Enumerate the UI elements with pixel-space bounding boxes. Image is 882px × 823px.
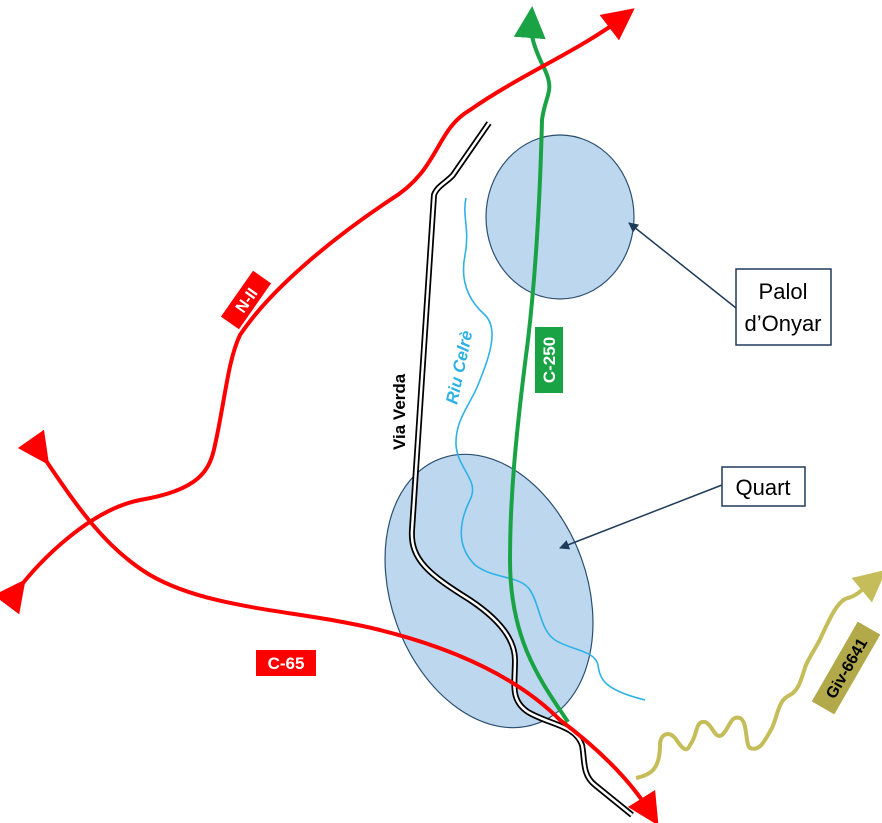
c65-shield: C-65 [256, 650, 316, 676]
via-verda-label: Via Verda [390, 373, 409, 450]
palol-callout-arrow [628, 222, 737, 309]
palol-callout: Palol d’Onyar [735, 268, 832, 346]
quart-callout: Quart [721, 466, 806, 507]
river-label: Riu Celrè [442, 329, 476, 406]
road-giv6641 [635, 569, 882, 780]
quart-label: Quart [735, 475, 790, 500]
c250-shield: C-250 [535, 327, 563, 393]
n2-shield: N-II [220, 270, 272, 330]
c250-label: C-250 [540, 337, 559, 383]
c65-label: C-65 [268, 654, 305, 673]
quart-callout-arrow [559, 484, 723, 550]
palol-label-line2: d’Onyar [744, 311, 821, 336]
quart-area [384, 453, 594, 729]
palol-area [485, 134, 635, 300]
road-c65 [17, 429, 659, 823]
palol-label-line1: Palol [759, 279, 808, 304]
